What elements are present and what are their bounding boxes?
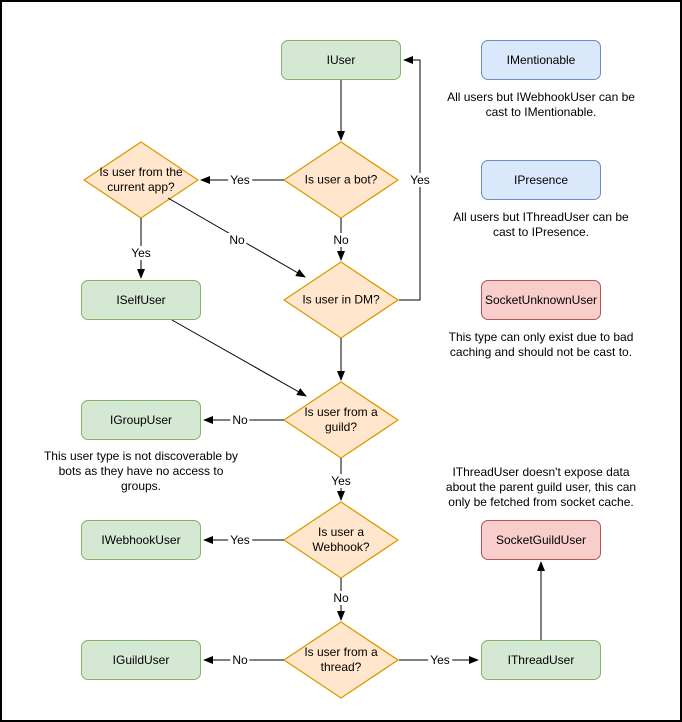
note-line: bots as they have no access to [58,464,224,478]
note-socketunknownuser: This type can only exist due to bad cach… [426,330,656,360]
note-line: This user type is not discoverable by [43,449,239,463]
note-line: All users but IThreadUser can be [453,210,629,224]
decision-is-thread-diamond [283,621,399,699]
edge-iselfuser-to-is-guild [171,319,307,397]
node-iuser: IUser [281,40,401,80]
edge-label-webhook-no: No [331,591,351,605]
decision-is-current-app-label: Is user from the current app? [99,165,183,194]
note-line: cast to IMentionable. [485,105,597,119]
node-iguilduser: IGuildUser [81,640,201,680]
node-socketunknownuser: SocketUnknownUser [481,280,601,320]
note-line: about the parent guild user, this can [445,480,637,494]
note-line: groups. [120,479,162,493]
node-ipresence: IPresence [481,160,601,200]
node-iwebhookuser: IWebhookUser [81,520,201,560]
note-imentionable: All users but IWebhookUser can be cast t… [426,90,656,120]
note-line: This type can only exist due to bad [448,330,634,344]
note-ipresence: All users but IThreadUser can be cast to… [426,210,656,240]
edge-label-bot-no: No [331,233,351,247]
edge-label-thread-yes: Yes [428,653,452,667]
decision-is-dm-label: Is user in DM? [302,292,380,307]
edge-label-current-app-no: No [227,233,247,247]
node-iselfuser: ISelfUser [81,280,201,320]
decision-is-webhook-label: Is user a Webhook? [312,525,370,554]
node-imentionable: IMentionable [481,40,601,80]
note-line: All users but IWebhookUser can be [447,90,635,104]
edge-label-webhook-yes: Yes [228,533,252,547]
note-ithreaduser: IThreadUser doesn't expose data about th… [426,465,656,510]
node-igroupuser: IGroupUser [81,400,201,440]
note-line: cast to IPresence. [492,225,590,239]
edge-label-current-app-yes: Yes [129,246,153,260]
decision-is-bot-label: Is user a bot? [304,172,378,187]
note-line: caching and should not be cast to. [449,345,633,359]
edge-label-thread-no: No [230,653,250,667]
edge-label-guild-no: No [230,413,250,427]
node-socketguilduser: SocketGuildUser [481,520,601,560]
note-line: only be fetched from socket cache. [448,495,634,509]
node-ithreaduser: IThreadUser [481,640,601,680]
edge-label-guild-yes: Yes [329,474,353,488]
note-line: IThreadUser doesn't expose data [452,465,630,479]
edge-label-bot-yes: Yes [228,173,252,187]
edge-label-dm-yes: Yes [408,173,432,187]
decision-is-thread-label: Is user from a thread? [304,645,378,674]
note-igroupuser: This user type is not discoverable by bo… [31,449,251,494]
decision-is-guild-label: Is user from a guild? [304,405,378,434]
